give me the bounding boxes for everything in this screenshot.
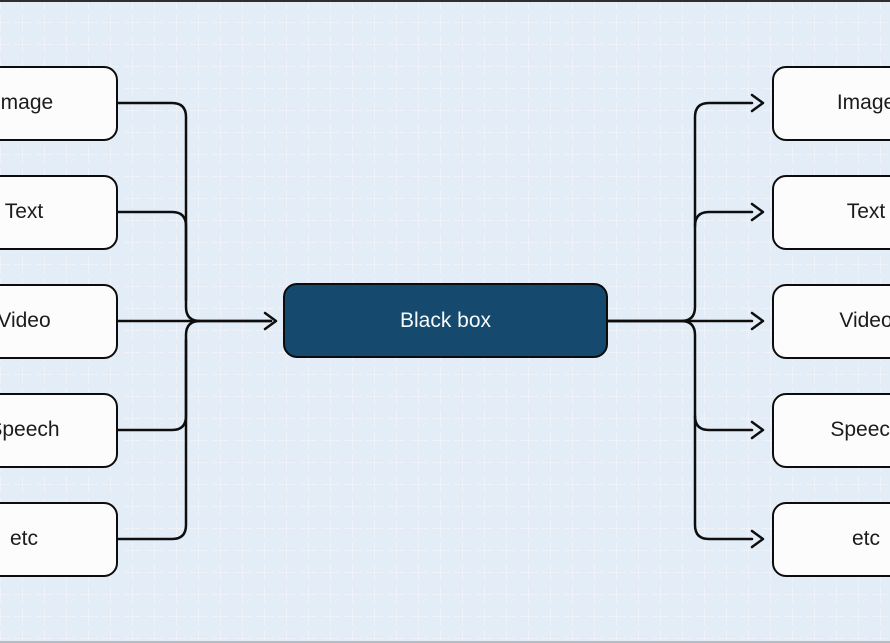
input-node-speech: Speech: [0, 392, 118, 468]
bottom-border-line: [0, 641, 890, 643]
connector-input-speech: [116, 338, 188, 432]
input-node-text-label: Text: [4, 200, 44, 223]
arrowhead-output-text: [750, 202, 765, 222]
input-node-text: Text: [0, 174, 118, 250]
input-node-video-label: Video: [0, 309, 51, 332]
black-box-node: Black box: [283, 283, 608, 358]
input-node-image: Image: [0, 65, 118, 141]
arrowhead-output-image: [750, 93, 765, 113]
arrowhead-into-black-box: [263, 311, 278, 331]
output-node-speech: Speech: [772, 392, 890, 468]
output-node-etc-label: etc: [851, 527, 880, 550]
connector-input-etc: [116, 319, 202, 541]
output-node-text-label: Text: [846, 200, 886, 223]
output-node-image-label: Image: [836, 91, 890, 114]
arrowhead-output-speech: [750, 420, 765, 440]
connector-output-speech: [693, 414, 754, 432]
output-node-image: Image: [772, 65, 890, 141]
top-border-line: [0, 0, 890, 2]
input-node-video: Video: [0, 283, 118, 359]
connector-input-text: [116, 210, 188, 302]
output-node-etc: etc: [772, 501, 890, 577]
input-node-speech-label: Speech: [0, 418, 60, 441]
input-node-etc: etc: [0, 501, 118, 577]
output-node-text: Text: [772, 174, 890, 250]
output-node-video-label: Video: [839, 309, 890, 332]
output-node-speech-label: Speech: [830, 418, 890, 441]
input-node-etc-label: etc: [9, 527, 38, 550]
input-node-image-label: Image: [0, 91, 54, 114]
arrowhead-output-etc: [750, 529, 765, 549]
arrowhead-output-video: [750, 311, 765, 331]
output-node-video: Video: [772, 283, 890, 359]
connector-output-etc: [606, 319, 754, 541]
black-box-label: Black box: [399, 308, 492, 332]
connector-output-text: [693, 210, 754, 228]
